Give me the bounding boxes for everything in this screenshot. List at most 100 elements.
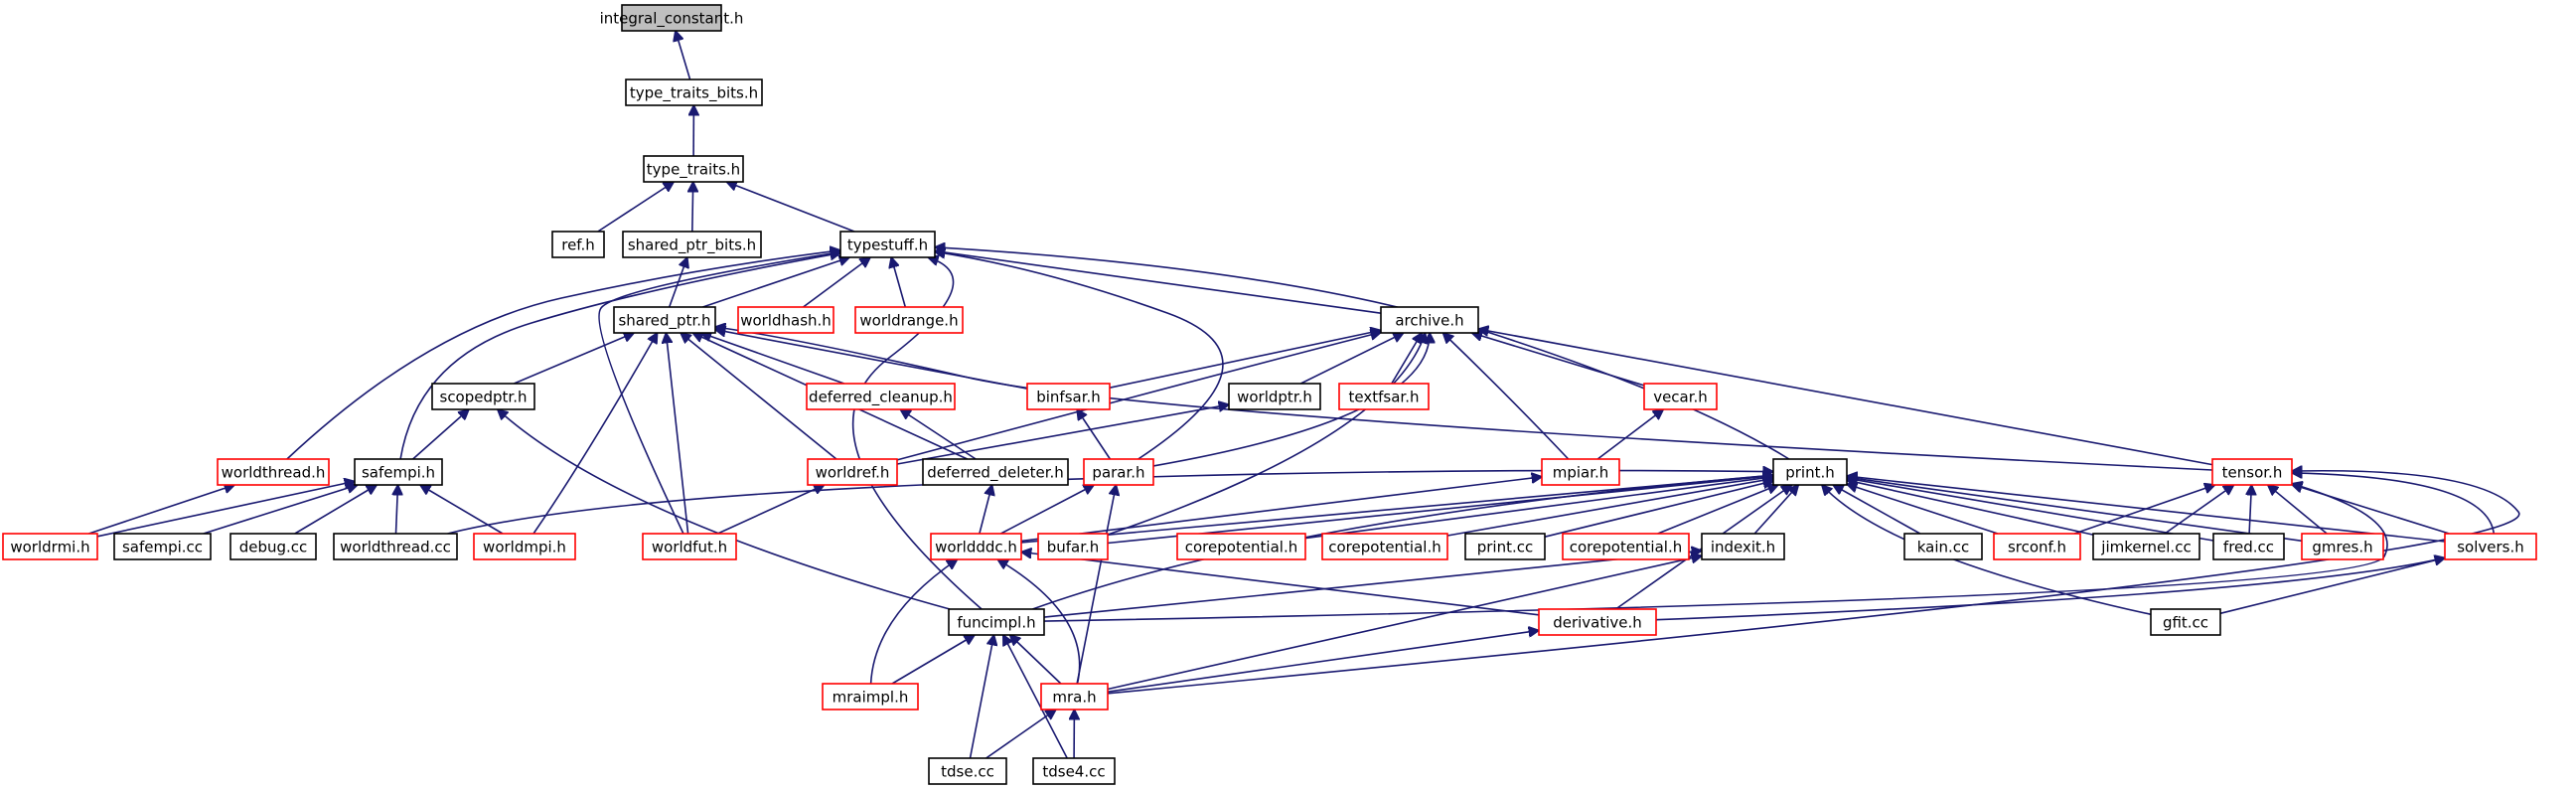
- node-box-shared_ptr_bits[interactable]: [622, 231, 762, 258]
- node-corepotential3[interactable]: corepotential.h: [1562, 533, 1690, 560]
- node-box-worldref[interactable]: [807, 458, 898, 486]
- node-box-corepotential3[interactable]: [1562, 533, 1690, 560]
- node-shared_ptr_bits[interactable]: shared_ptr_bits.h: [622, 231, 762, 258]
- node-box-mraimpl[interactable]: [822, 683, 919, 711]
- node-fred_cc[interactable]: fred.cc: [2212, 533, 2285, 560]
- node-typestuff[interactable]: typestuff.h: [839, 231, 936, 258]
- node-vecar[interactable]: vecar.h: [1643, 383, 1718, 410]
- node-box-gmres[interactable]: [2301, 533, 2384, 560]
- node-mra[interactable]: mra.h: [1040, 683, 1109, 711]
- node-deferred_deleter[interactable]: deferred_deleter.h: [922, 458, 1069, 486]
- node-box-shared_ptr[interactable]: [613, 306, 716, 334]
- node-box-kain_cc[interactable]: [1903, 533, 1983, 560]
- node-safempi[interactable]: safempi.h: [354, 458, 443, 486]
- node-box-worldhash[interactable]: [737, 306, 834, 334]
- node-srconf[interactable]: srconf.h: [1993, 533, 2081, 560]
- node-box-deferred_cleanup[interactable]: [806, 383, 956, 410]
- node-worldptr[interactable]: worldptr.h: [1228, 383, 1321, 410]
- node-print_h[interactable]: print.h: [1772, 458, 1848, 486]
- node-box-print_cc[interactable]: [1464, 533, 1546, 560]
- node-box-binfsar[interactable]: [1026, 383, 1111, 410]
- node-deferred_cleanup[interactable]: deferred_cleanup.h: [806, 383, 956, 410]
- node-box-bufar[interactable]: [1037, 533, 1109, 560]
- node-binfsar[interactable]: binfsar.h: [1026, 383, 1111, 410]
- node-box-srconf[interactable]: [1993, 533, 2081, 560]
- node-tdse4_cc[interactable]: tdse4.cc: [1032, 757, 1116, 785]
- node-type_traits_bits[interactable]: type_traits_bits.h: [625, 79, 763, 106]
- node-box-worldrmi[interactable]: [2, 533, 98, 560]
- node-box-gfit_cc[interactable]: [2150, 608, 2221, 636]
- node-parar[interactable]: parar.h: [1083, 458, 1154, 486]
- node-worldrange[interactable]: worldrange.h: [854, 306, 964, 334]
- node-textfsar[interactable]: textfsar.h: [1338, 383, 1430, 410]
- node-jimkernel_cc[interactable]: jimkernel.cc: [2092, 533, 2200, 560]
- node-box-print_h[interactable]: [1772, 458, 1848, 486]
- node-gmres[interactable]: gmres.h: [2301, 533, 2384, 560]
- node-box-worldthread_h[interactable]: [217, 458, 330, 486]
- node-worldrmi[interactable]: worldrmi.h: [2, 533, 98, 560]
- node-funcimpl[interactable]: funcimpl.h: [948, 608, 1045, 636]
- node-derivative[interactable]: derivative.h: [1538, 608, 1657, 636]
- node-box-tdse_cc[interactable]: [928, 757, 1007, 785]
- node-mraimpl[interactable]: mraimpl.h: [822, 683, 919, 711]
- node-box-safempi_cc[interactable]: [113, 533, 212, 560]
- node-box-worldfut[interactable]: [642, 533, 737, 560]
- node-type_traits[interactable]: type_traits.h: [643, 155, 744, 183]
- node-mpiar[interactable]: mpiar.h: [1541, 458, 1620, 486]
- node-kain_cc[interactable]: kain.cc: [1903, 533, 1983, 560]
- node-solvers[interactable]: solvers.h: [2444, 533, 2537, 560]
- node-ref[interactable]: ref.h: [551, 231, 605, 258]
- node-box-textfsar[interactable]: [1338, 383, 1430, 410]
- node-box-deferred_deleter[interactable]: [922, 458, 1069, 486]
- node-box-derivative[interactable]: [1538, 608, 1657, 636]
- node-box-type_traits_bits[interactable]: [625, 79, 763, 106]
- node-tensor[interactable]: tensor.h: [2211, 458, 2293, 486]
- node-debug_cc[interactable]: debug.cc: [229, 533, 317, 560]
- node-worldddc[interactable]: worldddc.h: [930, 533, 1022, 560]
- node-box-indexit[interactable]: [1701, 533, 1785, 560]
- node-box-worldptr[interactable]: [1228, 383, 1321, 410]
- node-box-worldddc[interactable]: [930, 533, 1022, 560]
- node-box-archive[interactable]: [1380, 306, 1479, 334]
- node-scopedptr[interactable]: scopedptr.h: [431, 383, 535, 410]
- node-box-ref[interactable]: [551, 231, 605, 258]
- node-safempi_cc[interactable]: safempi.cc: [113, 533, 212, 560]
- node-worldhash[interactable]: worldhash.h: [737, 306, 834, 334]
- node-box-jimkernel_cc[interactable]: [2092, 533, 2200, 560]
- node-gfit_cc[interactable]: gfit.cc: [2150, 608, 2221, 636]
- node-worldmpi[interactable]: worldmpi.h: [473, 533, 576, 560]
- node-box-vecar[interactable]: [1643, 383, 1718, 410]
- node-box-tdse4_cc[interactable]: [1032, 757, 1116, 785]
- node-tdse_cc[interactable]: tdse.cc: [928, 757, 1007, 785]
- node-print_cc[interactable]: print.cc: [1464, 533, 1546, 560]
- node-box-type_traits[interactable]: [643, 155, 744, 183]
- node-box-mpiar[interactable]: [1541, 458, 1620, 486]
- node-box-integral_constant[interactable]: [621, 4, 722, 32]
- node-indexit[interactable]: indexit.h: [1701, 533, 1785, 560]
- node-worldthread_cc[interactable]: worldthread.cc: [333, 533, 458, 560]
- node-box-scopedptr[interactable]: [431, 383, 535, 410]
- node-box-worldmpi[interactable]: [473, 533, 576, 560]
- node-box-tensor[interactable]: [2211, 458, 2293, 486]
- node-bufar[interactable]: bufar.h: [1037, 533, 1109, 560]
- node-box-corepotential2[interactable]: [1321, 533, 1448, 560]
- node-box-mra[interactable]: [1040, 683, 1109, 711]
- node-box-worldrange[interactable]: [854, 306, 964, 334]
- node-box-debug_cc[interactable]: [229, 533, 317, 560]
- node-box-worldthread_cc[interactable]: [333, 533, 458, 560]
- node-corepotential1[interactable]: corepotential.h: [1176, 533, 1306, 560]
- node-box-fred_cc[interactable]: [2212, 533, 2285, 560]
- node-box-safempi[interactable]: [354, 458, 443, 486]
- node-corepotential2[interactable]: corepotential.h: [1321, 533, 1448, 560]
- node-box-corepotential1[interactable]: [1176, 533, 1306, 560]
- node-archive[interactable]: archive.h: [1380, 306, 1479, 334]
- node-worldthread_h[interactable]: worldthread.h: [217, 458, 330, 486]
- node-shared_ptr[interactable]: shared_ptr.h: [613, 306, 716, 334]
- node-box-parar[interactable]: [1083, 458, 1154, 486]
- node-box-typestuff[interactable]: [839, 231, 936, 258]
- node-box-funcimpl[interactable]: [948, 608, 1045, 636]
- node-worldref[interactable]: worldref.h: [807, 458, 898, 486]
- node-integral_constant[interactable]: integral_constant.h: [600, 4, 744, 32]
- node-box-solvers[interactable]: [2444, 533, 2537, 560]
- node-worldfut[interactable]: worldfut.h: [642, 533, 737, 560]
